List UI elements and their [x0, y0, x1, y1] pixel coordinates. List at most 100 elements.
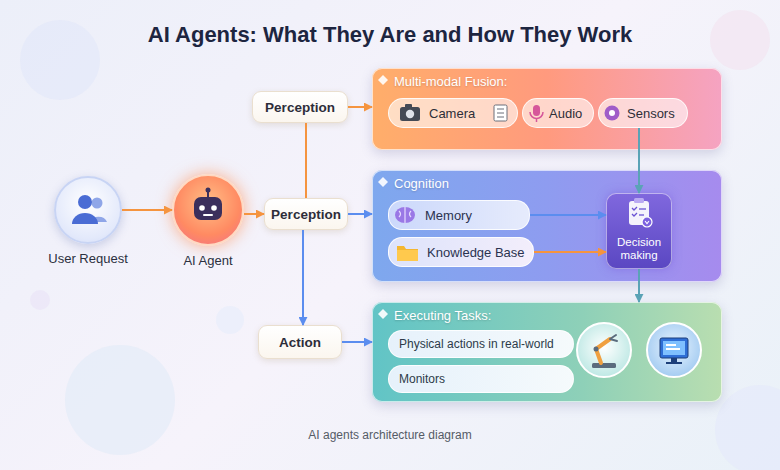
- node-label: Sensors: [627, 106, 675, 121]
- mic-head: [533, 105, 540, 116]
- sensor-outer: [605, 106, 620, 121]
- antenna: [207, 191, 209, 197]
- node-label: Executing Tasks:: [394, 308, 491, 323]
- camera-body: [400, 107, 420, 121]
- flow-arrow: [348, 106, 372, 108]
- sensor-inner: [609, 110, 615, 116]
- input-chip: Sensors: [598, 98, 688, 128]
- diamond-bullet: [378, 75, 388, 85]
- clipboard-board: [629, 201, 649, 225]
- clipboard-badge: [642, 217, 652, 227]
- node-label: Perception: [271, 207, 341, 222]
- flow-arrow: [122, 209, 172, 211]
- sensor-icon: [605, 106, 620, 121]
- flow-arrow: [244, 213, 264, 215]
- stage-pill: Perception: [252, 91, 348, 123]
- monitor-illustration: [647, 323, 701, 377]
- node-label: Multi-modal Fusion:: [394, 74, 507, 89]
- node-label: Perception: [265, 100, 335, 115]
- brain-folds: [399, 207, 411, 223]
- flow-arrow: [638, 269, 640, 302]
- monitor-stand: [671, 358, 677, 362]
- node-label: Knowledge Base: [427, 245, 525, 260]
- flow-arrow: [302, 230, 304, 325]
- screen-line: [666, 344, 676, 346]
- input-chip: Audio: [522, 98, 594, 128]
- clipboard-line: [639, 208, 646, 209]
- resource-bar: Knowledge Base: [388, 237, 534, 267]
- node-label: Memory: [425, 208, 472, 223]
- document-line: [497, 109, 504, 110]
- bokeh: [30, 290, 50, 310]
- agent-circle: AI Agent: [172, 174, 244, 246]
- robot-mouth: [203, 214, 213, 216]
- document-icon: [494, 105, 507, 121]
- brain-icon: [395, 207, 415, 223]
- node-label: Audio: [549, 106, 582, 121]
- stage-pill: Action: [258, 325, 342, 359]
- camera-top: [405, 104, 412, 108]
- robot-face-icon: [194, 188, 222, 221]
- bokeh: [216, 306, 244, 334]
- document-line: [497, 113, 504, 114]
- camera-lens: [406, 110, 414, 118]
- robot-eye: [211, 205, 217, 211]
- bokeh: [710, 10, 770, 70]
- mic-stand: [536, 119, 538, 123]
- microphone-icon: [530, 105, 543, 122]
- flow-arrow: [530, 214, 606, 216]
- document-line: [497, 117, 504, 118]
- decision-box: Decision making: [606, 193, 672, 269]
- diagram-title: AI Agents: What They Are and How They Wo…: [0, 22, 780, 48]
- illustration-circle: [577, 323, 631, 377]
- brain-shape: [395, 207, 415, 223]
- screen-line: [666, 348, 680, 350]
- folder-front: [397, 250, 418, 261]
- flow-arrow: [348, 213, 372, 215]
- panel: Multi-modal Fusion: Camera Audio Sensors: [372, 68, 722, 150]
- arm-base: [592, 363, 616, 368]
- camera-icon: [400, 104, 420, 121]
- diamond-bullet: [378, 309, 388, 319]
- flow-arrow: [638, 128, 640, 193]
- person-head: [92, 198, 103, 209]
- resource-bar: Memory: [388, 200, 530, 230]
- robot-eye: [199, 205, 205, 211]
- person-body: [72, 213, 98, 224]
- antenna-tip: [206, 188, 211, 193]
- flow-arrow: [534, 251, 606, 253]
- arm-gripper: [610, 335, 617, 341]
- bokeh: [715, 385, 780, 470]
- node-label: Action: [279, 335, 321, 350]
- user-circle: User Request: [54, 176, 122, 244]
- node-label: Monitors: [399, 372, 445, 386]
- bokeh: [20, 20, 100, 100]
- panel-bullet: [378, 75, 388, 319]
- input-chip: Camera: [388, 98, 518, 128]
- person-body: [90, 217, 107, 222]
- node-label: Cognition: [394, 176, 449, 191]
- monitor-frame: [660, 338, 688, 358]
- user-icon: [72, 195, 107, 224]
- mic-holder: [530, 112, 543, 119]
- robot-head: [194, 197, 222, 220]
- diagram-caption: AI agents architecture diagram: [0, 428, 780, 442]
- node-label: AI Agent: [183, 253, 232, 268]
- check-marks: [632, 207, 637, 216]
- person-head: [78, 195, 92, 209]
- monitor-base: [666, 362, 682, 364]
- stage-pill: Perception: [264, 198, 348, 230]
- illustration-circle: [647, 323, 701, 377]
- node-label: Physical actions in real-world: [399, 337, 554, 351]
- bokeh: [65, 345, 175, 455]
- folder-shape: [397, 246, 418, 261]
- task-bar: Physical actions in real-world: [388, 330, 574, 358]
- node-label: Decision making: [610, 236, 668, 262]
- document-sheet: [494, 105, 507, 121]
- diamond-bullet: [378, 177, 388, 187]
- panel: CognitionMemoryKnowledge Base Decision ma…: [372, 170, 722, 282]
- panel: Executing Tasks: Physical actions in real…: [372, 302, 722, 402]
- node-label: User Request: [48, 251, 127, 266]
- flow-arrow: [305, 123, 307, 198]
